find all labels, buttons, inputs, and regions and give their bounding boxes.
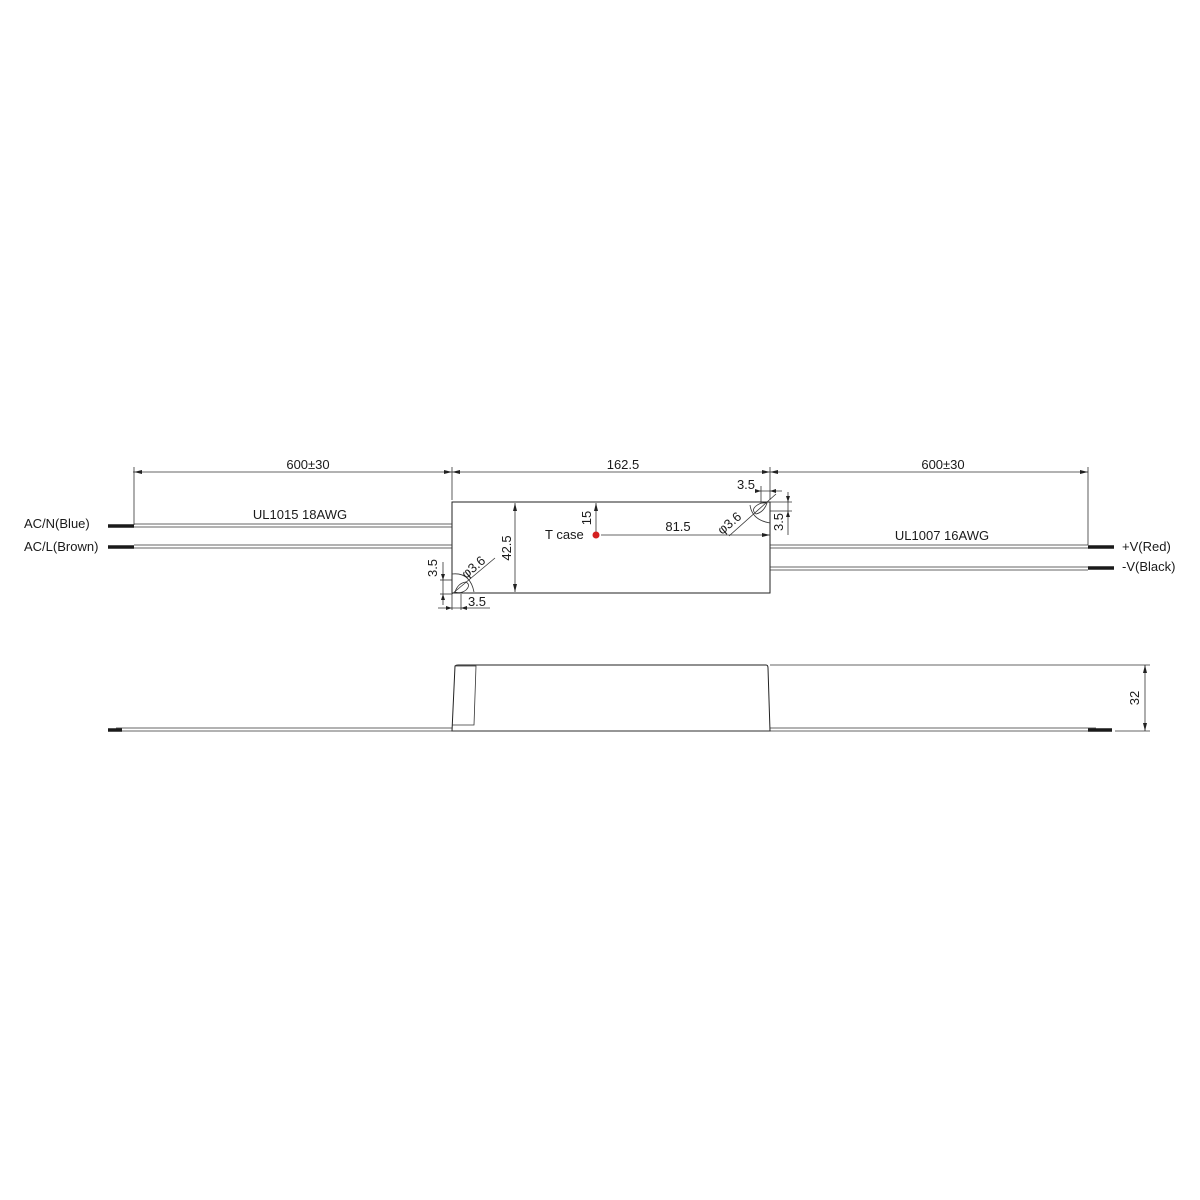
wire-label-neg: -V(Black) [1122, 559, 1175, 574]
body-width-label: 42.5 [499, 535, 514, 560]
right-hole-offset-y: 3.5 [771, 513, 786, 531]
right-wires [770, 544, 1114, 571]
psu-body-side [451, 664, 771, 732]
left-hole-diameter: φ3.6 [458, 553, 488, 582]
psu-body-top [451, 501, 771, 594]
side-height-dim: 32 [1127, 691, 1142, 705]
top-dimension-line [133, 467, 1089, 545]
tcase-offset-x: 81.5 [665, 519, 690, 534]
tcase-offset-y: 15 [579, 511, 594, 525]
side-view [108, 664, 1150, 732]
mount-hole-left [438, 557, 496, 610]
mount-hole-right [728, 486, 792, 537]
tcase-point-icon [592, 531, 600, 539]
right-wire-spec: UL1007 16AWG [895, 528, 989, 543]
body-width-dim [513, 503, 517, 592]
tcase-dims [594, 503, 770, 537]
left-lead-length-dim: 600±30 [286, 457, 329, 472]
top-view: 600±30 162.5 600±30 UL1015 18AWG AC/N(Bl… [24, 457, 1175, 610]
left-wires [108, 523, 452, 549]
left-wire-spec: UL1015 18AWG [253, 507, 347, 522]
wire-label-acn: AC/N(Blue) [24, 516, 90, 531]
wire-label-acl: AC/L(Brown) [24, 539, 98, 554]
right-lead-length-dim: 600±30 [921, 457, 964, 472]
right-hole-diameter: φ3.6 [714, 509, 744, 538]
wire-label-pos: +V(Red) [1122, 539, 1171, 554]
left-hole-offset-y: 3.5 [425, 559, 440, 577]
right-hole-offset-x: 3.5 [737, 477, 755, 492]
left-hole-offset-x: 3.5 [468, 594, 486, 609]
body-length-dim: 162.5 [607, 457, 640, 472]
tcase-label: T case [545, 527, 584, 542]
